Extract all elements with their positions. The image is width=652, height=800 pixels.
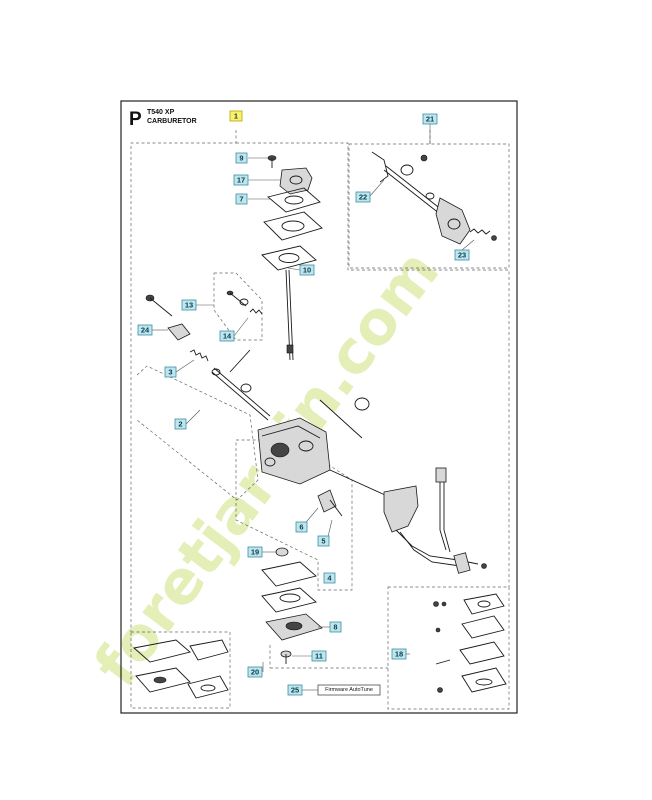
group-13-parts <box>226 290 263 315</box>
svg-text:7: 7 <box>239 195 243 204</box>
section-letter: P <box>129 109 142 130</box>
svg-text:6: 6 <box>299 523 303 532</box>
callout-23[interactable]: 23 <box>454 249 470 261</box>
group-20-parts <box>133 639 229 699</box>
page-title: CARBURETOR <box>147 118 197 125</box>
solenoid-parts <box>317 489 343 517</box>
svg-text:20: 20 <box>251 668 259 677</box>
callout-20[interactable]: 20 <box>247 666 263 678</box>
group-18-box <box>387 586 510 710</box>
svg-text:23: 23 <box>458 251 466 260</box>
svg-text:13: 13 <box>185 301 193 310</box>
group-21-box <box>348 143 510 269</box>
svg-text:9: 9 <box>239 154 243 163</box>
firmware-label: Firmware AutoTune <box>325 687 373 693</box>
assembly-boundary <box>130 130 237 632</box>
svg-text:1: 1 <box>234 112 238 121</box>
callout-2[interactable]: 2 <box>174 418 187 430</box>
callout-14[interactable]: 14 <box>219 330 235 342</box>
group-2-box <box>136 365 259 501</box>
throttle-shaft-parts <box>145 294 271 421</box>
svg-text:5: 5 <box>321 537 325 546</box>
svg-text:11: 11 <box>315 652 323 661</box>
callout-8[interactable]: 8 <box>329 621 342 633</box>
svg-text:22: 22 <box>359 193 367 202</box>
callout-4[interactable]: 4 <box>323 572 336 584</box>
callout-7[interactable]: 7 <box>235 193 248 205</box>
svg-text:25: 25 <box>291 686 299 695</box>
callout-6[interactable]: 6 <box>295 521 308 533</box>
callout-17[interactable]: 17 <box>233 174 249 186</box>
page-frame <box>120 100 518 714</box>
svg-text:2: 2 <box>178 420 182 429</box>
assembly-boundary-right <box>236 142 510 587</box>
svg-text:8: 8 <box>333 623 337 632</box>
callout-22[interactable]: 22 <box>355 191 371 203</box>
group-13-box <box>213 272 263 341</box>
pump-cover-stack <box>261 155 323 361</box>
callout-1[interactable]: 1 <box>229 110 243 122</box>
group-18-parts <box>433 593 507 693</box>
metering-stack <box>261 547 323 664</box>
callout-5[interactable]: 5 <box>317 535 330 547</box>
svg-text:21: 21 <box>426 115 434 124</box>
svg-text:14: 14 <box>223 332 232 341</box>
svg-text:24: 24 <box>141 326 150 335</box>
callout-24[interactable]: 24 <box>137 324 153 336</box>
svg-text:3: 3 <box>168 368 172 377</box>
wiring-harness <box>383 467 487 574</box>
callout-25[interactable]: 25 <box>287 684 303 696</box>
svg-text:18: 18 <box>395 650 403 659</box>
group-20-box <box>130 631 231 709</box>
model-name: T540 XP <box>147 109 175 116</box>
callout-10[interactable]: 10 <box>299 264 315 276</box>
callout-13[interactable]: 13 <box>181 299 197 311</box>
svg-text:19: 19 <box>251 548 259 557</box>
firmware-label-box: Firmware AutoTune <box>317 684 381 696</box>
svg-text:4: 4 <box>327 574 332 583</box>
svg-text:10: 10 <box>303 266 311 275</box>
carburetor-body <box>257 397 397 501</box>
svg-text:17: 17 <box>237 176 245 185</box>
callout-21[interactable]: 21 <box>422 113 438 125</box>
callout-19[interactable]: 19 <box>247 546 263 558</box>
group-21-parts <box>371 151 497 245</box>
callout-3[interactable]: 3 <box>164 366 177 378</box>
callout-18[interactable]: 18 <box>391 648 407 660</box>
callout-9[interactable]: 9 <box>235 152 248 164</box>
callout-11[interactable]: 11 <box>311 650 327 662</box>
